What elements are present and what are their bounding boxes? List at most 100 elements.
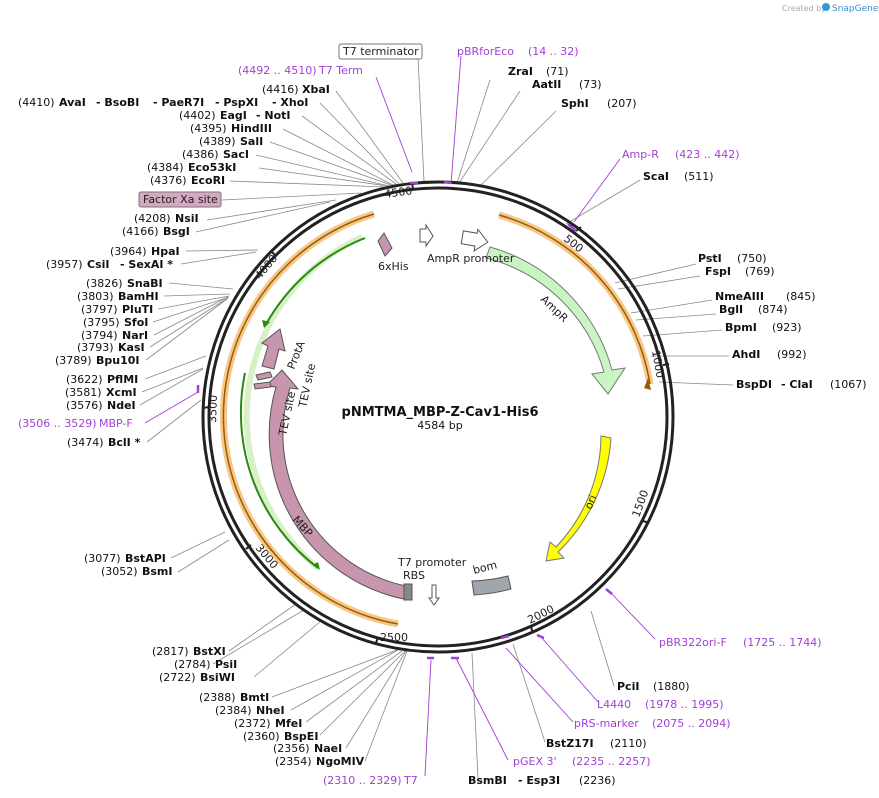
site-pcii: PciI <box>617 680 639 693</box>
site-bstxi-pos: (2817) <box>152 645 189 658</box>
site-bgli-pos: (874) <box>758 303 788 316</box>
site-sali: SalI <box>240 135 263 148</box>
site-xcmi-pos: (3581) <box>65 386 102 399</box>
site-bsmbi-pos: (2236) <box>579 774 616 787</box>
site-bstxi: BstXI <box>193 645 226 658</box>
site-zrai-pos: (71) <box>546 65 569 78</box>
site-bspdi-pos: (1067) <box>830 378 867 391</box>
t7-promoter-feature[interactable] <box>428 584 440 606</box>
his-tag-feature[interactable] <box>377 232 393 257</box>
site-bspdi: BspDI <box>736 378 772 391</box>
ruler-1500: 1500 <box>630 488 652 519</box>
watermark-text: Created by <box>782 4 826 13</box>
plasmid-name: pNMTMA_MBP-Z-Cav1-His6 <box>342 405 539 420</box>
site-bsmi: BsmI <box>142 565 173 578</box>
ampr-orf-arc <box>498 214 651 385</box>
plasmid-length: 4584 bp <box>417 419 462 432</box>
site-avai-pos: (4410) <box>18 96 55 109</box>
site-kasi-pos: (3793) <box>77 341 114 354</box>
site-csii: CsiI <box>87 258 109 271</box>
site-noti: - NotI <box>256 109 291 122</box>
site-psti-pos: (750) <box>737 252 767 265</box>
site-bspei: BspEI <box>284 730 318 743</box>
site-scai: ScaI <box>643 170 669 183</box>
site-paer7i: - PaeR7I <box>153 96 204 109</box>
site-fspi: FspI <box>705 265 731 278</box>
t7-primer-name: T7 <box>403 774 418 787</box>
site-bcli-pos: (3474) <box>67 436 104 449</box>
site-sphi: SphI <box>561 97 589 110</box>
ampr-promoter-label: AmpR promoter <box>427 252 515 265</box>
watermark-brand: SnapGene <box>832 4 879 14</box>
site-nhei-pos: (2384) <box>215 704 252 717</box>
ampr-promoter-feature[interactable] <box>460 227 489 253</box>
site-bpmi-pos: (923) <box>772 321 802 334</box>
l4440-range: (1978 .. 1995) <box>645 698 724 711</box>
site-saci: SacI <box>223 148 249 161</box>
site-bamhi: BamHI <box>118 290 159 303</box>
site-psti: PstI <box>698 252 722 265</box>
bom-label: bom <box>472 558 499 577</box>
site-bmti-pos: (2388) <box>199 691 236 704</box>
site-aatii: AatII <box>532 78 561 91</box>
tev-site-2-label: TEV site <box>296 362 318 409</box>
site-pflmi: PflMI <box>107 373 138 386</box>
factor-xa-box[interactable] <box>138 191 222 208</box>
site-bpu10i: Bpu10I <box>96 354 140 367</box>
bom-feature[interactable] <box>471 575 512 596</box>
pbr322-name: pBR322ori-F <box>659 636 727 649</box>
site-naei-pos: (2356) <box>273 742 310 755</box>
site-ngomiv: NgoMIV <box>316 755 365 768</box>
site-csii-pos: (3957) <box>46 258 83 271</box>
site-snabi: SnaBI <box>127 277 163 290</box>
site-hindiii: HindIII <box>231 122 272 135</box>
t7term-name: T7 Term <box>318 64 363 77</box>
site-ndei: NdeI <box>107 399 136 412</box>
site-saci-pos: (4386) <box>182 148 219 161</box>
mbpf-range: (3506 .. 3529) <box>18 417 97 430</box>
site-nari: NarI <box>122 329 148 342</box>
ori-feature[interactable] <box>545 435 612 562</box>
green-orf-arc-bottom <box>239 372 319 569</box>
site-nari-pos: (3794) <box>81 329 118 342</box>
site-bsiwi: BsiWI <box>200 671 235 684</box>
site-pluti-pos: (3797) <box>81 303 118 316</box>
site-bsgi-pos: (4166) <box>122 225 159 238</box>
t7term-range: (4492 .. 4510) <box>238 64 317 77</box>
site-eco53ki-pos: (4384) <box>147 161 184 174</box>
backbone-inner <box>207 186 669 648</box>
prota-feature[interactable] <box>261 328 286 370</box>
site-sfoi: SfoI <box>124 316 148 329</box>
site-pluti: PluTI <box>122 303 153 316</box>
site-hindiii-pos: (4395) <box>190 122 227 135</box>
site-xbai-pos: (4416) <box>262 83 299 96</box>
site-ndei-pos: (3576) <box>66 399 103 412</box>
site-ecori: EcoRI <box>191 174 225 187</box>
site-nsii: NsiI <box>175 212 199 225</box>
ruler-ticks <box>202 182 670 644</box>
prs-range: (2075 .. 2094) <box>652 717 731 730</box>
t7-terminator-box[interactable] <box>338 43 423 60</box>
pbrfor-name: pBRforEco <box>457 45 514 58</box>
site-bsmi-pos: (3052) <box>101 565 138 578</box>
site-xcmi: XcmI <box>106 386 137 399</box>
site-pspxi: - PspXI <box>215 96 258 109</box>
site-fspi-pos: (769) <box>745 265 775 278</box>
small-promoter-arrow[interactable] <box>419 223 434 248</box>
tev-site-2-feature[interactable] <box>253 381 272 390</box>
site-bgli: BglI <box>719 303 743 316</box>
tev-site-1-feature[interactable] <box>255 371 273 381</box>
site-eco53ki: Eco53kI <box>188 161 236 174</box>
mbpf-name: MBP-F <box>99 417 133 430</box>
site-aatii-pos: (73) <box>579 78 602 91</box>
site-sfoi-pos: (3795) <box>83 316 120 329</box>
l4440-name: L4440 <box>597 698 631 711</box>
site-psii-pos: (2784) <box>174 658 211 671</box>
site-bstapi-pos: (3077) <box>84 552 121 565</box>
rbs-label: RBS <box>403 569 425 582</box>
ampr-feature[interactable] <box>485 246 627 395</box>
site-avai: AvaI <box>59 96 86 109</box>
site-pflmi-pos: (3622) <box>66 373 103 386</box>
ruler-4500: 4500 <box>384 184 414 201</box>
site-bspei-pos: (2360) <box>243 730 280 743</box>
